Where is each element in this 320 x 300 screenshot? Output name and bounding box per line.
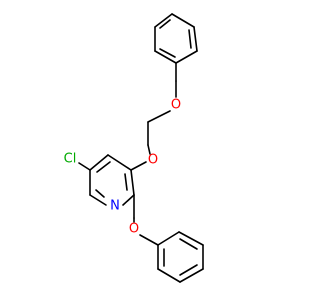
ethoxy-linker xyxy=(147,62,177,155)
benzyl-lower xyxy=(139,234,159,246)
atom-o-top: O xyxy=(171,98,181,113)
benzene-ring-bottom xyxy=(157,231,204,283)
pyridine-substituents xyxy=(78,161,147,223)
pyridine-ring xyxy=(89,154,135,206)
benzene-ring-top xyxy=(154,13,198,64)
molecule-diagram: O O O N Cl xyxy=(64,13,204,283)
atom-o-low: O xyxy=(129,222,139,237)
atom-n-ring: N xyxy=(110,199,120,214)
atom-o-mid: O xyxy=(148,153,158,168)
atom-cl: Cl xyxy=(64,152,77,167)
